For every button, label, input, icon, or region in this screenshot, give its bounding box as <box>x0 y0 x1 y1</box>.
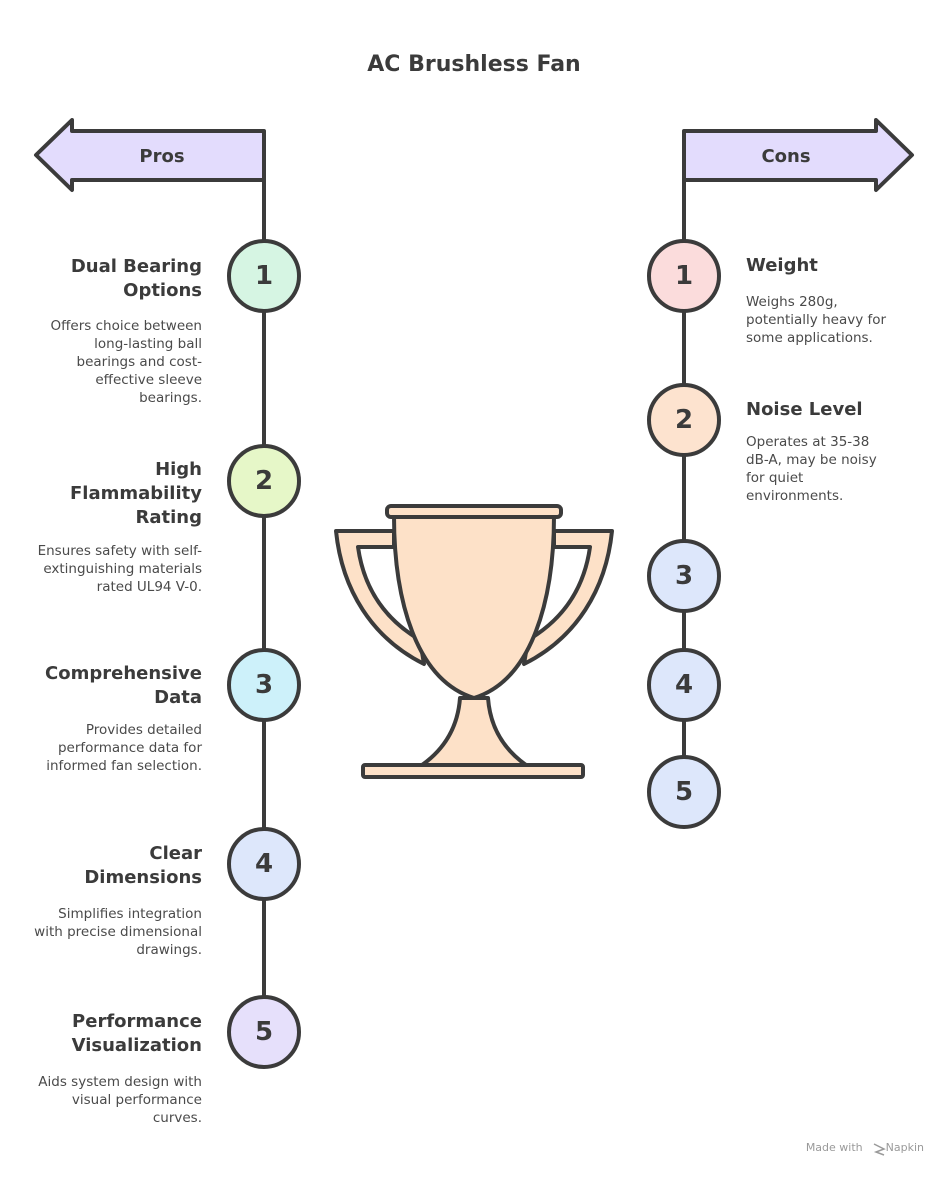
footer-credit: Made with Napkin <box>806 1141 924 1154</box>
page-title: AC Brushless Fan <box>367 52 581 77</box>
pro-description-4: Simplifies integration with precise dime… <box>34 906 202 958</box>
pros-banner-arrow <box>34 118 266 192</box>
pro-title-2: High Flammability Rating <box>69 459 202 528</box>
pro-title-4: Clear Dimensions <box>84 843 202 888</box>
pro-description-2: Ensures safety with self-extinguishing m… <box>37 543 202 595</box>
pro-number-2: 2 <box>254 466 274 496</box>
con-number-4: 4 <box>674 670 694 700</box>
footer-brand: Napkin <box>885 1141 924 1154</box>
pro-circle-4 <box>227 827 301 901</box>
pro-description-5: Aids system design with visual performan… <box>38 1074 202 1126</box>
cons-label: Cons <box>761 146 811 167</box>
pro-description-1: Offers choice between long-lasting ball … <box>50 318 203 406</box>
con-circle-3 <box>647 539 721 613</box>
con-circle-5 <box>647 755 721 829</box>
pro-title-3: Comprehensive Data <box>45 663 202 708</box>
pro-title-1: Dual Bearing Options <box>70 256 202 301</box>
trophy-icon <box>334 504 614 779</box>
pro-circle-1 <box>227 239 301 313</box>
con-title-1: Weight <box>746 255 818 276</box>
con-title-2: Noise Level <box>746 399 863 420</box>
con-circle-2 <box>647 383 721 457</box>
con-description-1: Weighs 280g, potentially heavy for some … <box>746 294 887 346</box>
pro-circle-3 <box>227 648 301 722</box>
pro-description-3: Provides detailed performance data for i… <box>46 722 202 774</box>
cons-banner-arrow <box>682 118 914 192</box>
pro-number-3: 3 <box>254 670 274 700</box>
con-description-2: Operates at 35-38 dB-A, may be noisy for… <box>746 434 877 504</box>
pro-title-5: Performance Visualization <box>71 1011 202 1056</box>
con-circle-1 <box>647 239 721 313</box>
pro-number-4: 4 <box>254 849 274 879</box>
footer-made-with: Made with <box>805 1141 863 1154</box>
con-number-3: 3 <box>674 561 694 591</box>
pro-circle-2 <box>227 444 301 518</box>
pro-circle-5 <box>227 995 301 1069</box>
con-number-2: 2 <box>674 405 694 435</box>
con-number-1: 1 <box>674 261 694 291</box>
napkin-logo-icon <box>873 1143 886 1156</box>
pro-number-1: 1 <box>254 261 274 291</box>
pros-label: Pros <box>139 146 185 167</box>
pro-number-5: 5 <box>254 1017 274 1047</box>
con-number-5: 5 <box>674 777 694 807</box>
con-circle-4 <box>647 648 721 722</box>
